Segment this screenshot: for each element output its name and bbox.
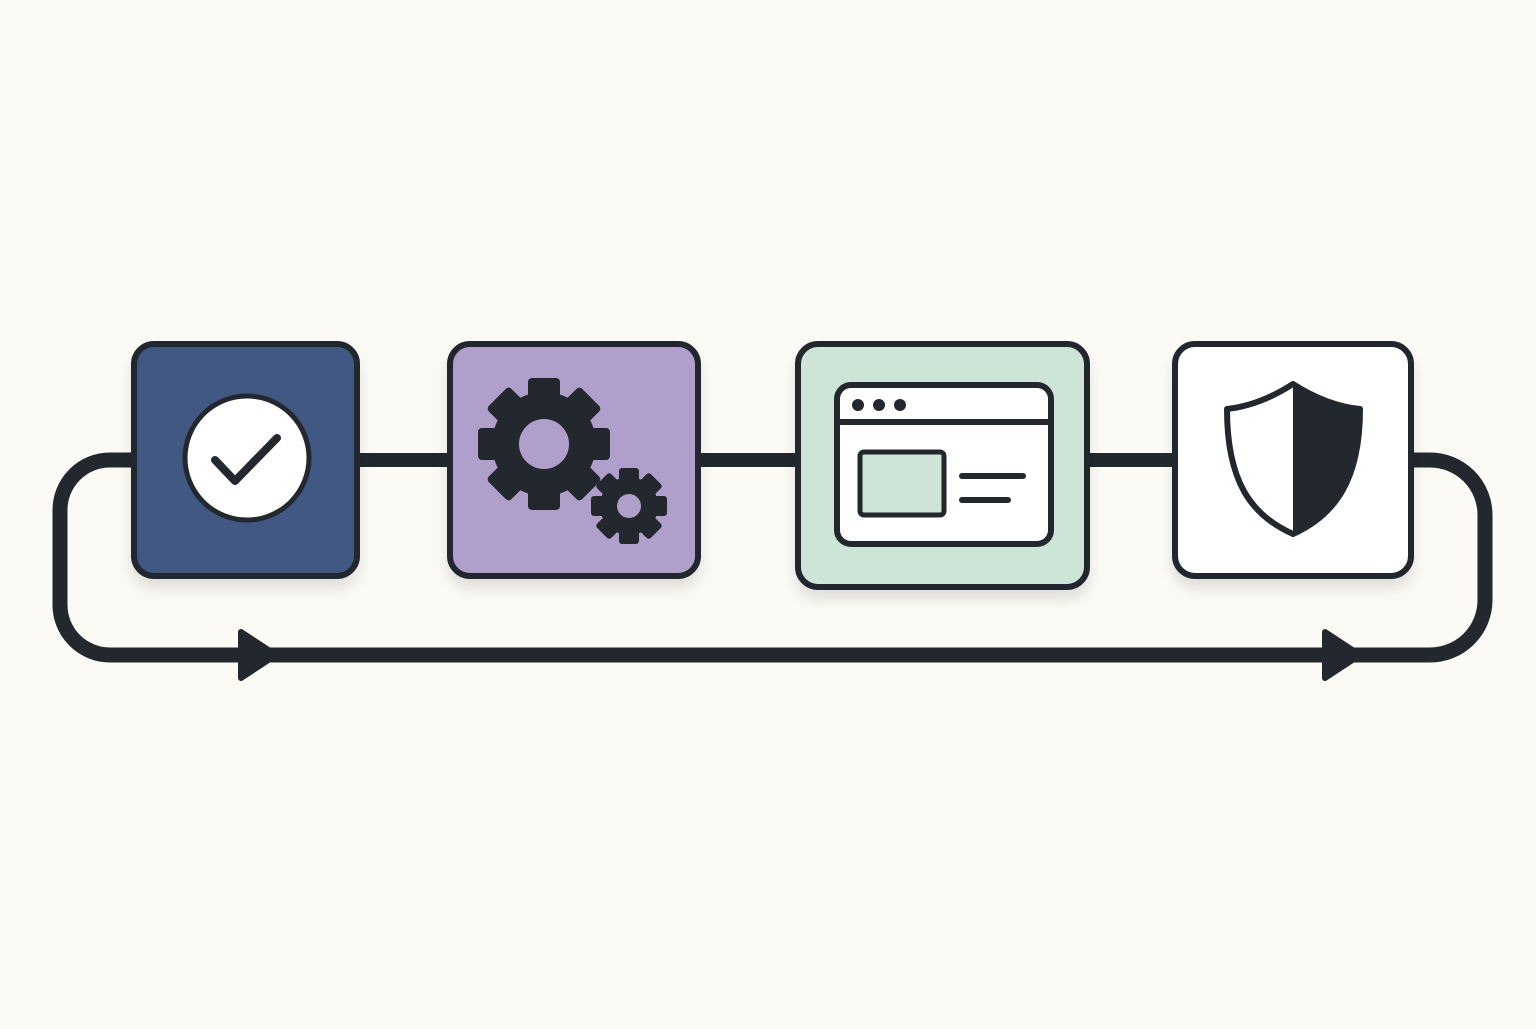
window-node (795, 341, 1090, 590)
browser-window-icon (834, 382, 1054, 547)
shield-node (1172, 341, 1414, 579)
window-dot-icon (894, 399, 906, 411)
loop-arrowhead-right (1322, 629, 1363, 681)
shield-icon (1224, 381, 1363, 537)
check-circle-icon (182, 393, 312, 523)
large-gear-icon (478, 378, 610, 510)
check-node (131, 341, 360, 579)
gears-node (447, 341, 701, 579)
loop-arrowhead-left (238, 629, 279, 681)
loop-connector (52, 452, 1493, 663)
window-dot-icon (852, 399, 864, 411)
image-placeholder-icon (857, 449, 947, 518)
gears-icon (478, 378, 667, 544)
small-gear-icon (591, 468, 667, 544)
window-dot-icon (873, 399, 885, 411)
